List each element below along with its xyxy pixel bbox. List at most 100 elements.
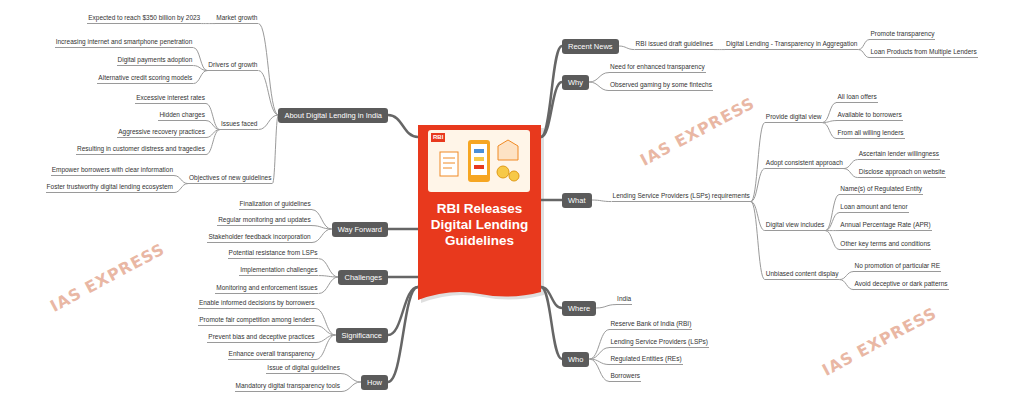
leaf-topic: Disclose approach on website [858, 168, 946, 178]
bank-icon [498, 140, 518, 160]
leaf-label: No promotion of particular RE [854, 262, 940, 270]
branch-connector [619, 46, 635, 50]
leaf-label: Available to borrowers [837, 111, 901, 119]
branch-connector [844, 160, 858, 169]
leaf-label: Mandatory digital transparency tools [236, 382, 340, 390]
main-connector [388, 228, 418, 231]
leaf-topic: Market growth [215, 14, 258, 24]
leaf-topic: Aggressive recovery practices [117, 128, 206, 138]
branch-box: Why [562, 75, 589, 90]
leaf-topic: Mandatory digital transparency tools [235, 382, 341, 392]
branch-label: Significance [342, 331, 382, 340]
branch-connector [751, 169, 765, 202]
leaf-topic: Monitoring and enforcement issues [215, 284, 318, 294]
branch-box: Where [562, 301, 596, 316]
branch-connector [312, 210, 332, 229]
leaf-topic: Loan Products from Multiple Lenders [869, 48, 977, 58]
leaf-topic: Increasing internet and smartphone penet… [55, 38, 194, 48]
leaf-label: Disclose approach on website [859, 168, 945, 176]
screen-bar [474, 157, 484, 161]
branch-label: How [367, 378, 382, 387]
main-connector [388, 287, 418, 382]
branch-connector [316, 309, 336, 335]
main-connector [388, 276, 418, 279]
leaf-topic: Digital view includes [765, 221, 826, 231]
branch-connector [193, 71, 207, 84]
branch-connector [751, 202, 765, 280]
branch-connector [858, 50, 869, 58]
leaf-label: Digital view includes [766, 221, 825, 229]
leaf-label: Hidden charges [159, 111, 205, 119]
leaf-topic: India [616, 295, 632, 305]
branch-label: About Digital Lending in India [284, 111, 382, 120]
leaf-label: Unbiased content display [766, 270, 839, 278]
leaf-label: Ascertain lender willingness [859, 150, 939, 158]
leaf-label: Lending Service Providers (LSPs) require… [613, 192, 750, 200]
branch-connector [318, 259, 338, 277]
leaf-label: Reserve Bank of India (RBI) [610, 320, 691, 328]
leaf-label: Digital payments adoption [118, 56, 193, 64]
branch-box: Who [562, 352, 589, 367]
leaf-label: Enable informed decisions by borrowers [199, 299, 315, 307]
branch-connector [844, 169, 858, 178]
leaf-topic: Expected to reach $350 billion by 2023 [87, 14, 201, 24]
branch-connector [839, 272, 853, 280]
branch-connector [589, 73, 609, 82]
leaf-topic: Prevent bias and deceptive practices [207, 333, 315, 343]
screen-bar [474, 165, 484, 169]
leaf-label: Lending Service Providers (LSPs) [610, 338, 708, 346]
leaf-label: Stakeholder feedback incorporation [208, 233, 310, 241]
leaf-label: Prevent bias and deceptive practices [208, 333, 314, 341]
leaf-topic: Available to borrowers [836, 111, 902, 121]
branch-connector [592, 200, 612, 202]
leaf-label: Borrowers [610, 372, 640, 380]
leaf-topic: Promote transparency [869, 30, 935, 40]
leaf-topic: Resulting in customer distress and trage… [76, 145, 206, 155]
central-topic: RBI Releases Digital Lending Guidelines [418, 125, 541, 295]
leaf-label: Adopt consistent approach [766, 159, 843, 167]
watermark: IAS EXPRESS [637, 93, 758, 169]
leaf-topic: Annual Percentage Rate (APR) [839, 221, 931, 231]
document-line [443, 163, 455, 164]
branch-label: Who [568, 355, 583, 364]
leaf-topic: Lending Service Providers (LSPs) require… [612, 192, 751, 202]
leaf-label: RBI issued draft guidelines [636, 40, 713, 48]
leaf-topic: Ascertain lender willingness [858, 150, 940, 160]
branch-connector [825, 195, 839, 231]
leaf-topic: Regular monitoring and updates [217, 216, 312, 226]
branch-connector [206, 130, 220, 155]
leaf-topic: Potential resistance from LSPs [228, 249, 319, 259]
leaf-label: Annual Percentage Rate (APR) [840, 221, 930, 229]
branch-box: What [562, 193, 592, 208]
branch-connector [258, 71, 278, 115]
branch-label: Challenges [344, 273, 382, 282]
leaf-label: Loan Products from Multiple Lenders [870, 48, 976, 56]
leaf-label: Observed gaming by some fintechs [610, 81, 712, 89]
leaf-label: Issues faced [221, 120, 258, 128]
coin-icon [509, 171, 519, 181]
leaf-label: Resulting in customer distress and trage… [77, 145, 205, 153]
leaf-topic: Issue of digital guidelines [266, 364, 341, 374]
leaf-topic: Observed gaming by some fintechs [609, 81, 713, 91]
branch-label: Where [568, 304, 590, 313]
leaf-label: Potential resistance from LSPs [229, 249, 318, 257]
leaf-label: Promote transparency [870, 30, 934, 38]
branch-connector [201, 23, 215, 24]
branch-box: Recent News [562, 39, 619, 54]
branch-connector [316, 335, 336, 360]
leaf-topic: All loan offers [836, 93, 877, 103]
branch-connector [316, 326, 336, 335]
branch-connector [206, 104, 220, 130]
leaf-label: India [617, 295, 631, 303]
phone-icon [468, 140, 490, 182]
main-connector [541, 82, 562, 137]
leaf-topic: No promotion of particular RE [853, 262, 941, 272]
leaf-topic: Loan amount and tenor [839, 203, 908, 213]
leaf-label: Empower borrowers with clear information [52, 166, 173, 174]
branch-connector [341, 382, 361, 392]
leaf-topic: Other key terms and conditions [839, 240, 931, 250]
branch-label: Way Forward [338, 225, 382, 234]
branch-connector [822, 121, 836, 123]
illustration-card [428, 130, 530, 192]
leaf-label: Avoid deceptive or dark patterns [854, 280, 947, 288]
